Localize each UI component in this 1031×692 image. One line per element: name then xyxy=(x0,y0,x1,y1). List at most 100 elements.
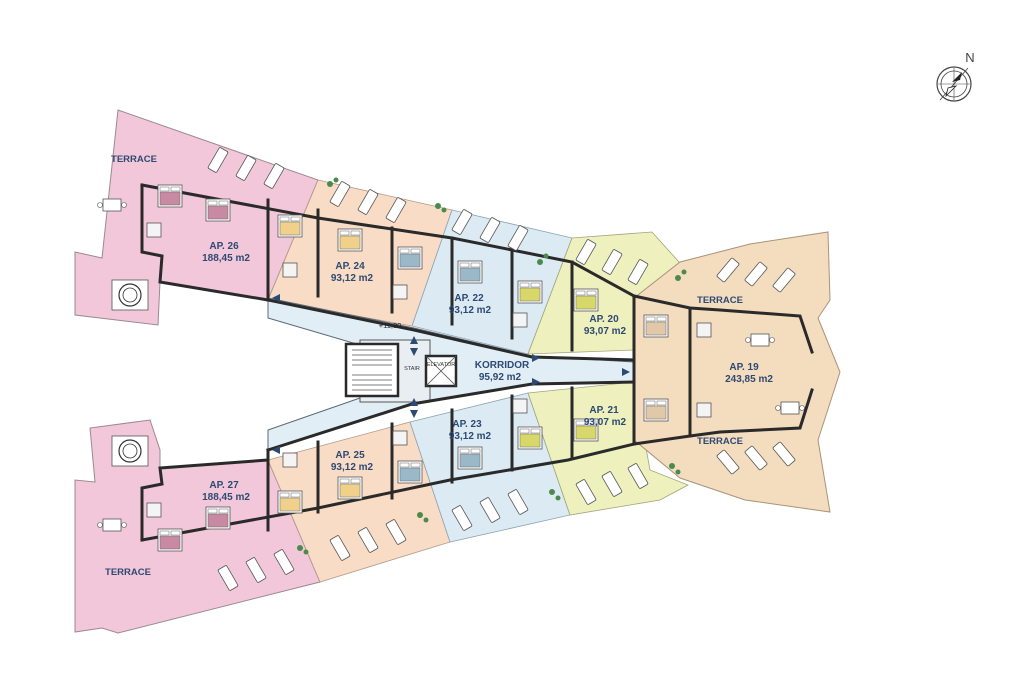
bed xyxy=(205,198,231,222)
sun-lounger xyxy=(601,249,623,275)
bed xyxy=(397,246,423,270)
bed xyxy=(643,398,669,422)
sun-lounger xyxy=(744,261,768,287)
ap23-area: 93,12 m2 xyxy=(449,431,492,442)
sun-lounger xyxy=(772,441,796,467)
ap27-name: AP. 27 xyxy=(209,480,239,491)
bed xyxy=(337,476,363,500)
bathroom-fixture xyxy=(282,452,298,468)
bathroom-fixture xyxy=(392,284,408,300)
bed xyxy=(457,446,483,470)
sun-lounger xyxy=(575,239,597,265)
sun-lounger xyxy=(273,549,295,575)
bed xyxy=(157,528,183,552)
zones xyxy=(74,109,841,634)
sun-lounger xyxy=(329,535,351,561)
bed xyxy=(643,314,669,338)
terrace-label-lower-right: TERRACE xyxy=(697,436,743,447)
walls xyxy=(140,183,814,542)
ap27-area: 188,45 m2 xyxy=(202,492,250,503)
core xyxy=(344,342,458,398)
bathroom-fixture xyxy=(146,502,162,518)
labels: N +11,80 STAIR ELEVATOR KORRIDOR 95,92 m… xyxy=(105,50,975,578)
zone-ap19 xyxy=(633,231,841,513)
ap22-area: 93,12 m2 xyxy=(449,305,492,316)
corridor-markers xyxy=(272,294,630,454)
ap21-name: AP. 21 xyxy=(589,405,619,416)
bathroom-fixture xyxy=(392,430,408,446)
bed xyxy=(277,490,303,514)
terrace-label-upper-right: TERRACE xyxy=(697,295,743,306)
sun-lounger xyxy=(716,257,740,283)
sun-lounger xyxy=(716,449,740,475)
furniture xyxy=(97,184,805,552)
corridor-area: 95,92 m2 xyxy=(479,372,522,383)
corridor-name: KORRIDOR xyxy=(475,360,530,371)
sun-lounger xyxy=(772,267,796,293)
bed xyxy=(157,184,183,208)
bathroom-fixture xyxy=(146,222,162,238)
elevation-label: +11,80 xyxy=(379,321,402,330)
ap25-area: 93,12 m2 xyxy=(331,462,374,473)
bathroom-fixture xyxy=(696,402,712,418)
terrace-label-lower-left: TERRACE xyxy=(105,567,151,578)
ap23-name: AP. 23 xyxy=(452,419,482,430)
sun-lounger xyxy=(479,497,501,523)
dining-table xyxy=(97,518,127,532)
bed xyxy=(277,214,303,238)
sun-lounger xyxy=(207,147,229,173)
bed xyxy=(517,280,543,304)
ap26-area: 188,45 m2 xyxy=(202,253,250,264)
sun-lounger xyxy=(385,197,407,223)
ap25-name: AP. 25 xyxy=(335,450,365,461)
sun-lounger xyxy=(235,155,257,181)
sun-lounger xyxy=(245,557,267,583)
sun-lounger xyxy=(357,527,379,553)
bed xyxy=(457,260,483,284)
bed xyxy=(573,418,599,442)
ap24-name: AP. 24 xyxy=(335,261,365,272)
bed xyxy=(337,228,363,252)
sun-lounger xyxy=(601,471,623,497)
ap20-area: 93,07 m2 xyxy=(584,326,627,337)
sun-lounger xyxy=(329,181,351,207)
dining-table xyxy=(775,401,805,415)
sun-lounger xyxy=(357,189,379,215)
ap20-name: AP. 20 xyxy=(589,314,619,325)
bed xyxy=(205,506,231,530)
sun-lounger xyxy=(744,445,768,471)
terrace-label-upper-left: TERRACE xyxy=(111,154,157,165)
sun-lounger xyxy=(627,463,649,489)
ap19-area: 243,85 m2 xyxy=(725,374,773,385)
dining-table xyxy=(745,333,775,347)
sun-lounger xyxy=(451,209,473,235)
sun-lounger xyxy=(451,505,473,531)
ap26-name: AP. 26 xyxy=(209,241,239,252)
ap19-name: AP. 19 xyxy=(729,362,759,373)
bed xyxy=(517,426,543,450)
bathroom-fixture xyxy=(696,322,712,338)
ap24-area: 93,12 m2 xyxy=(331,273,374,284)
sun-lounger xyxy=(217,565,239,591)
sun-lounger xyxy=(507,489,529,515)
bathroom-fixture xyxy=(512,398,528,414)
dining-table xyxy=(97,198,127,212)
sun-lounger xyxy=(507,225,529,251)
ap21-area: 93,07 m2 xyxy=(584,417,627,428)
sun-lounger xyxy=(627,259,649,285)
north-label: N xyxy=(965,50,974,65)
sun-lounger xyxy=(263,163,285,189)
bathroom-fixture xyxy=(282,262,298,278)
sun-lounger xyxy=(385,519,407,545)
sun-lounger xyxy=(575,479,597,505)
hot-tubs xyxy=(111,279,149,467)
stair-label: STAIR xyxy=(404,366,420,372)
elevator-label: ELEVATOR xyxy=(427,362,455,368)
bathroom-fixture xyxy=(512,312,528,328)
bed xyxy=(397,460,423,484)
sun-loungers xyxy=(207,147,796,591)
bed xyxy=(573,288,599,312)
planters xyxy=(297,177,687,555)
